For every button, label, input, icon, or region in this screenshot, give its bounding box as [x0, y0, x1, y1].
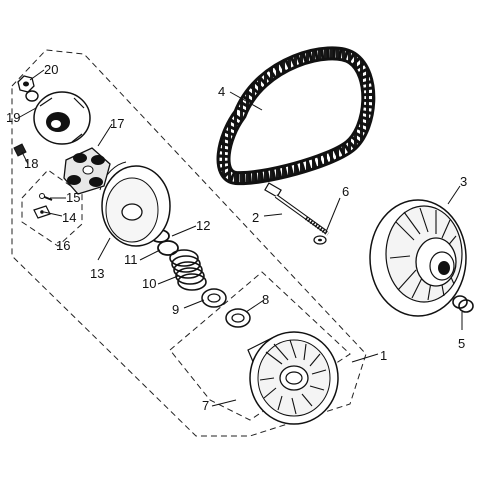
callout-4: 4	[218, 84, 225, 99]
callout-1: 1	[380, 348, 387, 363]
callout-12: 12	[196, 218, 210, 233]
callout-7: 7	[202, 398, 209, 413]
callout-labels: 1 2 3 4 5 6 7 8 9 10 11 12 13 14 15 16 1…	[6, 62, 467, 413]
callout-15: 15	[66, 190, 80, 205]
callout-19: 19	[6, 110, 20, 125]
callout-13: 13	[90, 266, 104, 281]
small-washer-part	[25, 90, 39, 102]
callout-2: 2	[252, 210, 259, 225]
driven-clutch-part	[369, 199, 467, 317]
screw-part	[33, 193, 53, 219]
snap-ring-part	[452, 295, 474, 313]
callout-5: 5	[458, 336, 465, 351]
seal-part	[201, 288, 227, 308]
drive-belt-part	[216, 46, 376, 186]
callout-6: 6	[342, 184, 349, 199]
callout-14: 14	[62, 210, 76, 225]
callout-3: 3	[460, 174, 467, 189]
roller-weights-part	[63, 147, 111, 195]
fixed-sheave-part	[247, 331, 339, 425]
bushing-part	[225, 308, 251, 328]
movable-sheave-part	[99, 161, 171, 247]
callout-18: 18	[24, 156, 38, 171]
leader-lines	[17, 69, 463, 407]
bolt-part	[264, 182, 330, 236]
callout-16: 16	[56, 238, 70, 253]
washer-part	[313, 235, 327, 245]
ramp-plate-part	[33, 91, 91, 145]
callout-11: 11	[124, 252, 138, 267]
callout-10: 10	[142, 276, 156, 291]
callout-9: 9	[172, 302, 179, 317]
callout-17: 17	[110, 116, 124, 131]
callout-8: 8	[262, 292, 269, 307]
clip-part	[13, 143, 27, 157]
spring-part	[169, 249, 207, 291]
callout-20: 20	[44, 62, 58, 77]
